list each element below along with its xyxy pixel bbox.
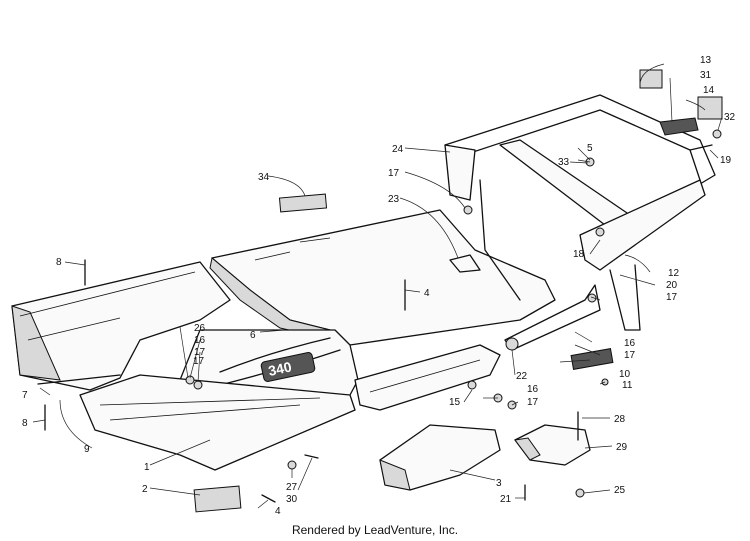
callout-18: 18: [573, 249, 585, 260]
callout-3: 3: [496, 478, 502, 489]
callout-17-right: 17: [624, 350, 636, 361]
screw-30: [304, 454, 319, 459]
rear-rack: [444, 94, 716, 331]
bracket-3: [379, 424, 501, 491]
callout-13: 13: [700, 55, 712, 66]
callout-25: 25: [614, 485, 626, 496]
decal-2: [193, 485, 242, 513]
nut-17: [507, 400, 517, 410]
callout-12: 12: [668, 268, 680, 279]
nut-32: [712, 129, 722, 139]
callout-17-upper: 17: [388, 168, 400, 179]
decal-13: [639, 69, 663, 89]
callout-10: 10: [619, 369, 631, 380]
tow-bar: [504, 284, 601, 351]
callout-34: 34: [258, 172, 270, 183]
bolt-15: [467, 380, 477, 390]
screw-19: [689, 144, 713, 151]
callout-27: 27: [286, 482, 298, 493]
nut-17-upper: [463, 205, 473, 215]
grommet-27: [287, 460, 297, 470]
callout-8-bottom: 8: [22, 418, 28, 429]
callout-16-mid: 16: [527, 384, 539, 395]
callout-31: 31: [700, 70, 712, 81]
callout-23: 23: [388, 194, 400, 205]
credit-text: Rendered by LeadVenture, Inc.: [291, 523, 459, 537]
callout-28: 28: [614, 414, 626, 425]
callout-21: 21: [500, 494, 512, 505]
bracket-29: [514, 424, 591, 466]
callout-4-top: 4: [424, 288, 430, 299]
decal-14: [697, 96, 723, 120]
hood-panel: [209, 209, 556, 346]
callout-16-left: 16: [194, 335, 206, 346]
callout-22: 22: [516, 371, 528, 382]
callout-11: 11: [622, 380, 633, 391]
callout-20: 20: [666, 280, 678, 291]
decal-340: [260, 352, 316, 382]
callout-17-extra: 17: [193, 356, 205, 367]
callout-29: 29: [616, 442, 628, 453]
callout-16-right: 16: [624, 338, 636, 349]
callout-labels: 1 2 3 4 4 5 6 7 8 8 9 10 11 12 13 14 15 …: [22, 55, 736, 517]
callout-1: 1: [144, 462, 150, 473]
callout-17-left: 17: [194, 347, 206, 358]
nut-17-rack: [587, 293, 597, 303]
decal-340-text: 340: [267, 358, 293, 379]
step-plate: [79, 374, 356, 471]
callout-33: 33: [558, 157, 570, 168]
leader-lines: [32, 63, 723, 509]
callout-26: 26: [194, 323, 206, 334]
nut-17-left: [193, 380, 203, 390]
hardware: [37, 117, 722, 503]
callout-9: 9: [84, 444, 90, 455]
callout-15: 15: [449, 397, 461, 408]
callout-8-top: 8: [56, 257, 62, 268]
callout-17-mid: 17: [527, 397, 539, 408]
running-board-right: [354, 344, 501, 411]
callout-30: 30: [286, 494, 298, 505]
callout-4-bottom: 4: [275, 506, 281, 517]
callout-24: 24: [392, 144, 404, 155]
callout-32: 32: [724, 112, 736, 123]
bracket-31: [659, 117, 699, 136]
front-left-panel: [11, 261, 231, 391]
callout-5: 5: [587, 143, 593, 154]
callout-19: 19: [720, 155, 732, 166]
bolt-4-bottom: [261, 494, 276, 503]
latch-23: [449, 254, 481, 273]
callout-6: 6: [250, 330, 256, 341]
reflector-10: [570, 348, 614, 370]
callout-7: 7: [22, 390, 28, 401]
bolt-18: [595, 227, 605, 237]
callout-14: 14: [703, 85, 715, 96]
nut-25: [575, 488, 585, 498]
decal-34: [278, 193, 328, 213]
callout-17-rack: 17: [666, 292, 678, 303]
callout-2: 2: [142, 484, 148, 495]
rail-7: [37, 374, 121, 385]
